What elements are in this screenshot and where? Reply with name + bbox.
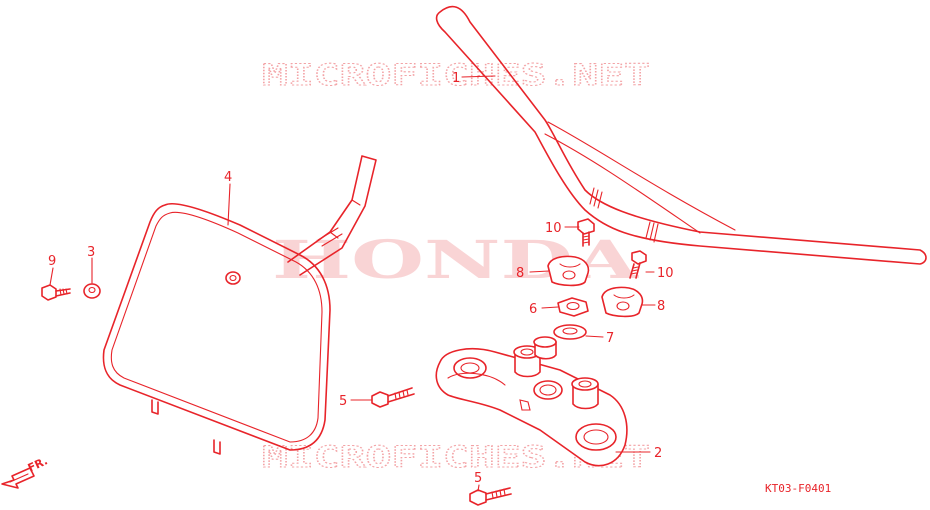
callout-6: 6: [529, 302, 537, 317]
washer-small: [83, 283, 101, 299]
callout-1: 1: [452, 71, 460, 86]
leader-lines: [49, 75, 656, 492]
top-bridge: [435, 336, 628, 467]
handlebar-knurl-right: [645, 221, 659, 243]
top-bridge-post-left: [513, 345, 541, 378]
number-plate-slot: [317, 227, 343, 247]
handlebar-knurl-left: [589, 187, 603, 209]
callout-8-left: 8: [516, 266, 524, 281]
bolt-lower: [469, 487, 512, 506]
callout-3: 3: [87, 245, 95, 260]
top-bridge-post-right: [571, 377, 599, 410]
bolt-holder-right: [629, 250, 647, 279]
callout-10-right: 10: [657, 266, 674, 281]
washer: [553, 324, 587, 340]
number-plate-tab-right: [213, 439, 221, 455]
top-bridge-post-rear: [533, 336, 557, 360]
callout-4: 4: [224, 170, 232, 185]
number-plate-tab-left: [151, 399, 159, 415]
number-plate: [102, 155, 377, 455]
handlebar: [435, 5, 927, 265]
number-plate-hole: [225, 271, 241, 285]
nut: [557, 297, 589, 317]
front-direction-label: FR.: [26, 454, 50, 474]
bolt-holder-left: [577, 218, 595, 247]
watermark-top: MICROFICHES.NET: [262, 58, 650, 92]
callout-7: 7: [606, 331, 614, 346]
diagram-code: KT03-F0401: [765, 482, 831, 495]
callout-8-right: 8: [657, 299, 665, 314]
callout-5-lower: 5: [474, 471, 482, 486]
callout-5-upper: 5: [339, 394, 347, 409]
callout-9: 9: [48, 254, 56, 269]
holder-left: [547, 255, 590, 287]
callout-2: 2: [654, 446, 662, 461]
holder-right: [601, 286, 644, 318]
bolt-upper: [371, 387, 415, 408]
callout-10-upper: 10: [545, 221, 562, 236]
screw: [41, 284, 71, 301]
front-direction-arrow: FR.: [1, 454, 50, 489]
